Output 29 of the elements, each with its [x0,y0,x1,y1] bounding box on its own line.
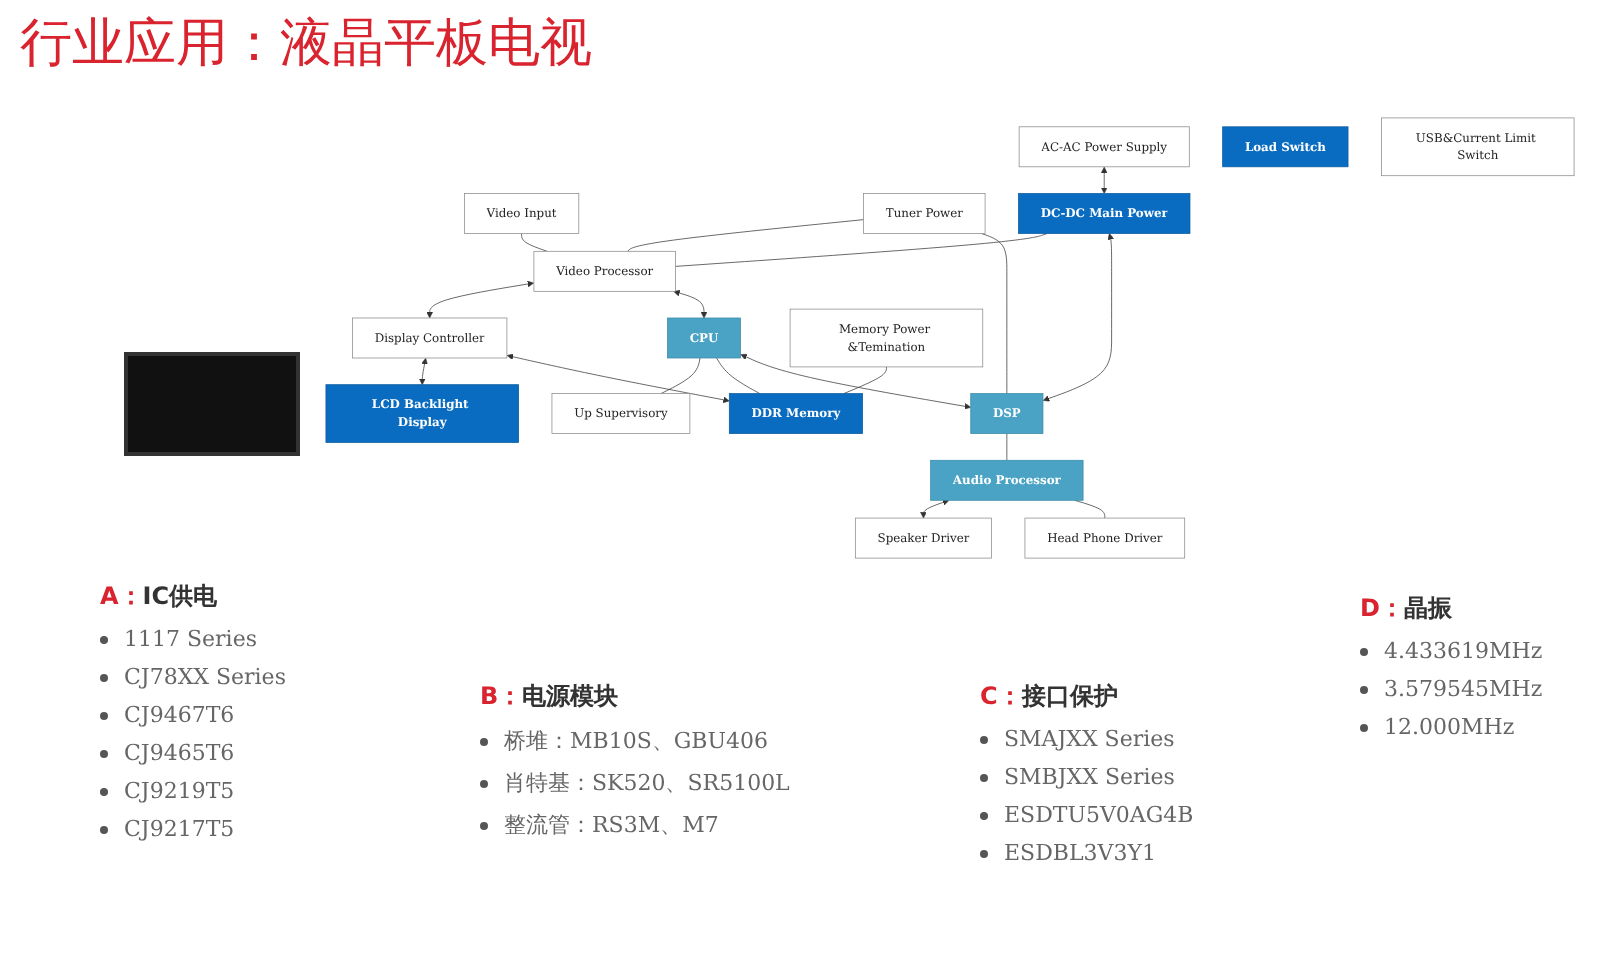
list-item: ESDBL3V3Y1 [1004,840,1156,866]
list-item: CJ9467T6 [124,702,235,728]
connector [981,233,1008,394]
connector [521,233,548,252]
list-heading: C：接口保护 [980,680,1120,714]
list-item: CJ9219T5 [124,778,235,804]
list-item: CJ9217T5 [124,816,235,842]
connector [843,366,887,394]
list-item: ESDTU5V0AG4B [1004,802,1194,828]
list-item: SMBJXX Series [1004,764,1175,790]
list-item: 1117 Series [124,626,257,652]
connector [716,357,761,394]
connector [660,357,701,394]
list-item: CJ9465T6 [124,740,235,766]
list-item: 整流管：RS3M、M7 [504,810,719,840]
connector [1074,499,1106,519]
connector [675,233,1048,267]
list-item: 3.579545MHz [1384,676,1543,702]
list-item: 肖特基：SK520、SR5100L [504,768,790,798]
title: 行业应用：液晶平板电视 [20,12,592,78]
connector [627,219,864,252]
list-item: 桥堆：MB10S、GBU406 [504,726,769,756]
list-item: CJ78XX Series [124,664,286,690]
list-item: SMAJXX Series [1004,726,1175,752]
list-heading: A：IC供电 [100,580,220,614]
list-item: 4.433619MHz [1384,638,1543,664]
list-heading: D：晶振 [1360,592,1454,626]
list-item: 12.000MHz [1384,714,1515,740]
list-heading: B：电源模块 [480,680,621,714]
